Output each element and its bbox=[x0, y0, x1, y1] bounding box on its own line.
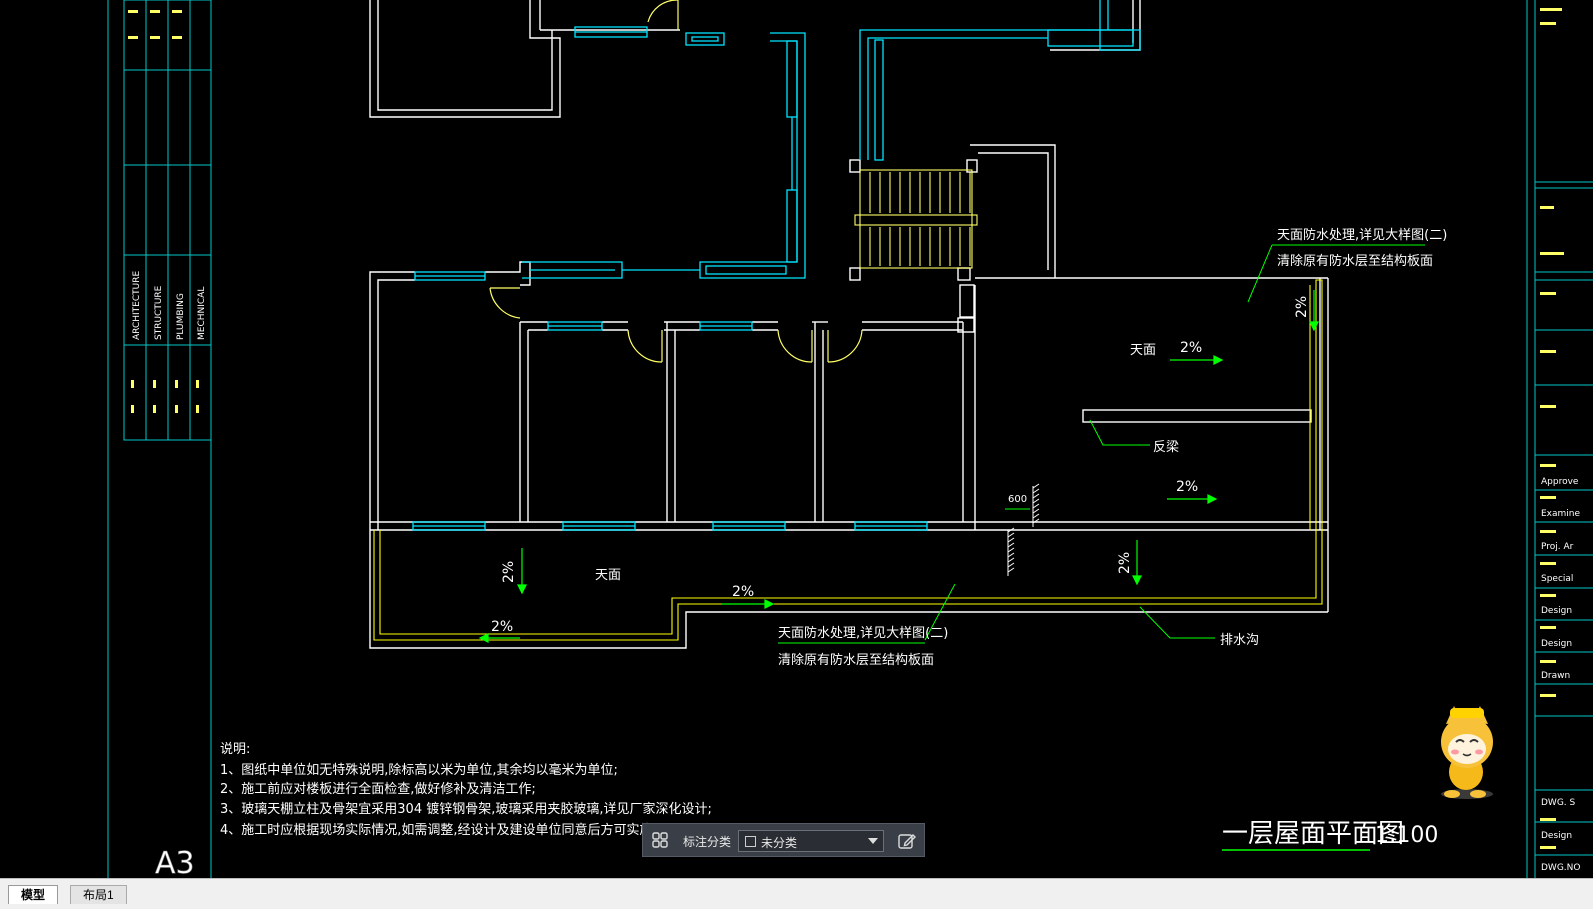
title-block-design3: Design bbox=[1541, 831, 1572, 841]
section-marks bbox=[1007, 483, 1040, 576]
slope-label-1: 2% bbox=[1180, 340, 1202, 356]
slope-label-3: 2% bbox=[1294, 296, 1310, 318]
layout-tab-bar: 模型 布局1 bbox=[0, 878, 1593, 909]
roof-label-bottom: 天面 bbox=[595, 568, 621, 583]
title-block-special: Special bbox=[1541, 574, 1573, 584]
title-block-examine: Examine bbox=[1541, 509, 1580, 519]
slope-label-2: 2% bbox=[1176, 479, 1198, 495]
mascot-icon[interactable] bbox=[1432, 702, 1502, 800]
notes-item-2: 2、施工前应对楼板进行全面检查,做好修补及清洁工作; bbox=[220, 781, 536, 797]
slope-label-6: 2% bbox=[732, 584, 754, 600]
dimension-600: 600 bbox=[1008, 494, 1027, 505]
tab-layout1[interactable]: 布局1 bbox=[70, 885, 127, 904]
walls bbox=[369, 0, 1329, 649]
leader-lines bbox=[778, 244, 1425, 644]
discipline-mechnical: MECHNICAL bbox=[197, 287, 207, 340]
notes-item-4: 4、施工时应根据现场实际情况,如需调整,经设计及建设单位同意后方可实施。 bbox=[220, 822, 666, 838]
cad-model-space[interactable]: ARCHITECTURE STRUCTURE PLUMBING MECHNICA… bbox=[0, 0, 1593, 878]
doors bbox=[489, 0, 863, 363]
annotation-category-value: 未分类 bbox=[761, 836, 798, 850]
annotation-category-select[interactable]: 未分类 bbox=[738, 830, 884, 852]
windows bbox=[412, 0, 1141, 531]
drawing-title: 一层屋面平面图 bbox=[1222, 819, 1404, 849]
callout-top-line1: 天面防水处理,详见大样图(二) bbox=[1277, 227, 1447, 243]
title-block-approve: Approve bbox=[1541, 477, 1579, 487]
discipline-architecture: ARCHITECTURE bbox=[132, 271, 142, 340]
drain-ditch bbox=[373, 279, 1323, 641]
chevron-down-icon bbox=[868, 838, 878, 844]
title-block-proj: Proj. Ar bbox=[1541, 542, 1574, 552]
callout-bottom-line2: 清除原有防水层至结构板面 bbox=[778, 652, 934, 668]
discipline-strip: ARCHITECTURE STRUCTURE PLUMBING MECHNICA… bbox=[107, 0, 212, 878]
title-block-drawn: Drawn bbox=[1541, 671, 1570, 681]
notes-heading: 说明: bbox=[220, 742, 250, 757]
slope-label-4: 2% bbox=[501, 561, 517, 583]
slope-label-5: 2% bbox=[1117, 552, 1133, 574]
general-notes: 说明: 1、图纸中单位如无特殊说明,除标高以米为单位,其余均以毫米为单位; 2、… bbox=[220, 742, 712, 838]
edit-icon[interactable] bbox=[897, 831, 917, 851]
callout-bottom-line1: 天面防水处理,详见大样图(二) bbox=[778, 625, 948, 641]
slope-label-7: 2% bbox=[491, 619, 513, 635]
annotation-category-label: 标注分类 bbox=[683, 835, 732, 849]
category-color-swatch bbox=[745, 836, 756, 847]
title-block: Approve Examine Proj. Ar Special Design … bbox=[1526, 0, 1593, 878]
notes-item-1: 1、图纸中单位如无特殊说明,除标高以米为单位,其余均以毫米为单位; bbox=[220, 762, 618, 778]
drawing-scale: 1:100 bbox=[1375, 823, 1438, 848]
slope-arrows bbox=[478, 290, 1319, 643]
title-block-dwg-no: DWG.NO bbox=[1541, 863, 1580, 873]
stair bbox=[854, 169, 978, 269]
roof-label-top: 天面 bbox=[1130, 343, 1156, 358]
title-block-design2: Design bbox=[1541, 639, 1572, 649]
floor-plan-drawing[interactable]: ARCHITECTURE STRUCTURE PLUMBING MECHNICA… bbox=[0, 0, 1593, 878]
tab-model[interactable]: 模型 bbox=[8, 885, 59, 904]
discipline-plumbing: PLUMBING bbox=[176, 293, 186, 340]
reverse-beam-label: 反梁 bbox=[1153, 440, 1179, 455]
drain-ditch-label: 排水沟 bbox=[1220, 633, 1259, 648]
grid-icon[interactable] bbox=[652, 832, 668, 848]
annotation-category-toolbar: 标注分类 未分类 bbox=[642, 823, 925, 857]
title-block-design1: Design bbox=[1541, 606, 1572, 616]
notes-item-3: 3、玻璃天棚立柱及骨架宜采用304 镀锌钢骨架,玻璃采用夹胶玻璃,详见厂家深化设… bbox=[220, 801, 712, 817]
title-block-dwg-s: DWG. S bbox=[1541, 798, 1576, 808]
callout-top-line2: 清除原有防水层至结构板面 bbox=[1277, 253, 1433, 269]
sheet-size-label: A3 bbox=[155, 846, 195, 878]
discipline-structure: STRUCTURE bbox=[154, 285, 164, 340]
